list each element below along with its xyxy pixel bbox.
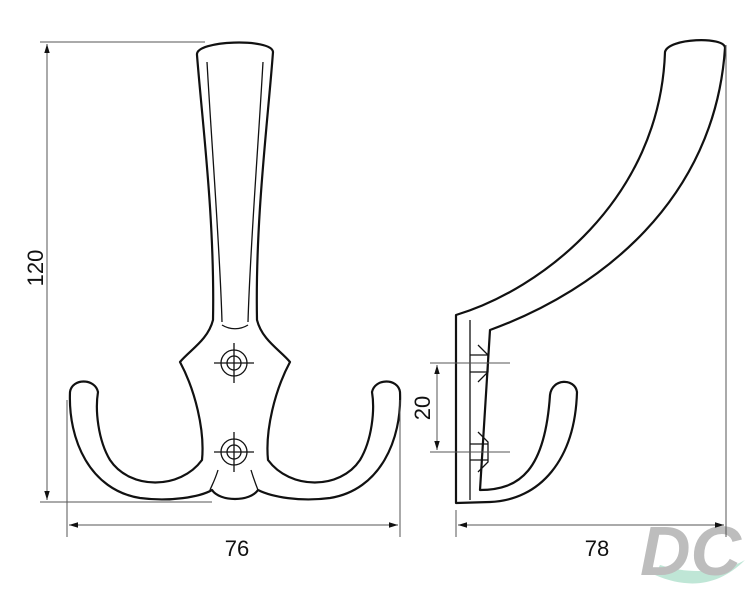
dc-logo: DC (640, 512, 745, 590)
dimension-hole-spacing: 20 (410, 362, 510, 453)
dimension-height: 120 (23, 41, 212, 503)
hole-spacing-label: 20 (410, 396, 435, 420)
depth-label: 78 (585, 536, 609, 561)
width-label: 76 (225, 536, 249, 561)
height-label: 120 (23, 250, 48, 287)
front-view (68, 41, 402, 501)
dimension-width: 76 (66, 400, 401, 561)
svg-text:DC: DC (640, 512, 743, 590)
side-view (454, 39, 727, 505)
front-outline (68, 41, 402, 501)
screw-hole-top (214, 343, 254, 383)
dimension-depth: 78 (455, 45, 727, 561)
screw-hole-bottom (214, 432, 254, 472)
